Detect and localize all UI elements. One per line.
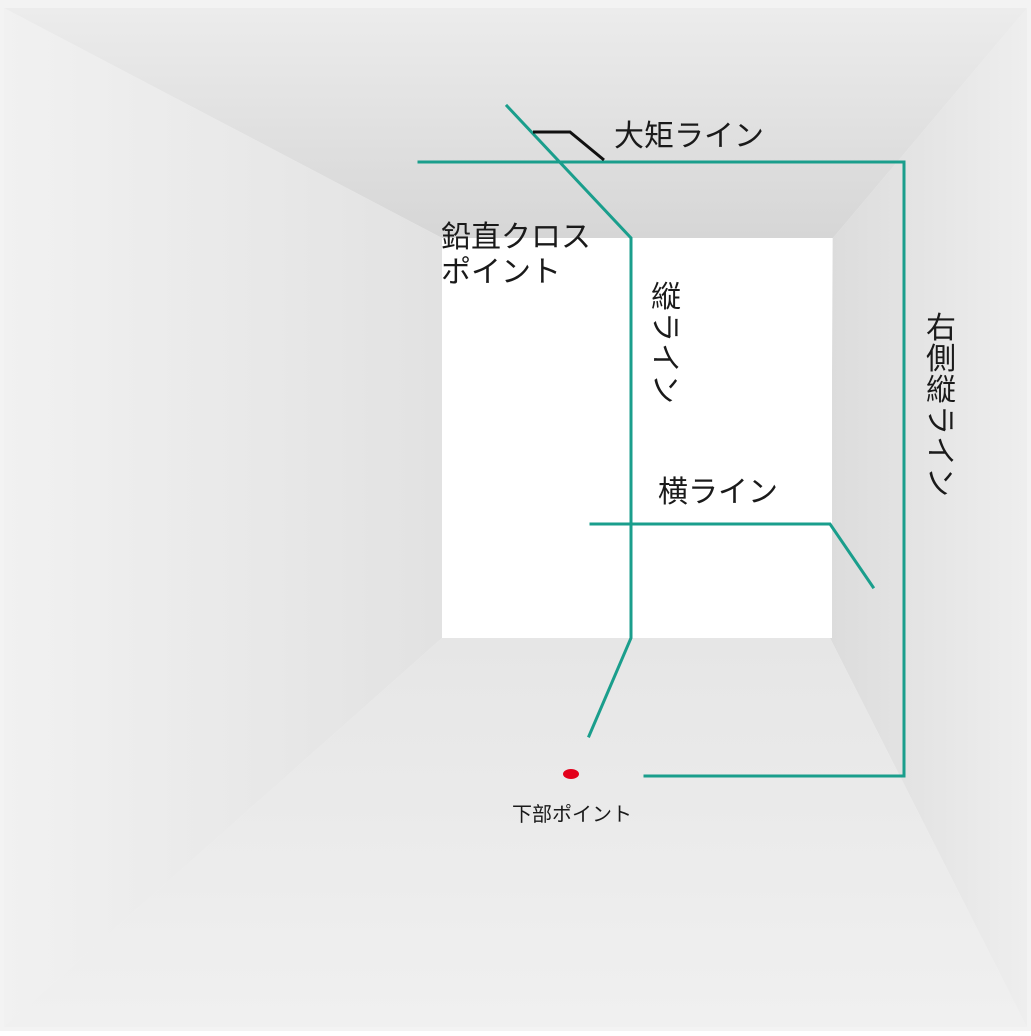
right-wall-surface [830, 8, 1027, 1027]
right-vertical-line-label-char: イ [922, 436, 957, 466]
right-vertical-line-label-char: 縦 [926, 373, 956, 408]
bottom-point-label: 下部ポイント [512, 802, 632, 826]
vertical-cross-label-line1: 鉛直クロス [441, 220, 591, 255]
left-wall-surface [4, 8, 442, 1027]
vertical-line-label-char: ン [647, 374, 682, 404]
bottom-laser-point [563, 769, 579, 779]
ceiling-surface [4, 8, 1027, 238]
right-vertical-line-label-char: 右 [926, 311, 956, 346]
ceiling-and-right-vertical-laser-line [417, 160, 906, 778]
vertical-cross-label-line2: ポイント [441, 255, 561, 290]
laser-lines [417, 103, 906, 778]
right-vertical-line-label-char: 側 [926, 342, 956, 377]
vertical-line-label-char: ラ [647, 312, 682, 342]
horizontal-line-label: 横ライン [658, 475, 778, 510]
ceiling-line-label: 大矩ライン [614, 119, 764, 154]
vertical-line-label: 縦 ラ イ ン [647, 280, 682, 404]
right-vertical-line-label-char: ン [922, 467, 957, 497]
back-wall-surface [442, 238, 832, 638]
horizontal-laser-line [589, 522, 876, 590]
ceiling-label-leader [533, 130, 605, 162]
floor-surface [4, 638, 1027, 1027]
vertical-line-label-char: イ [647, 343, 682, 373]
vertical-laser-line [504, 103, 633, 738]
vertical-line-label-char: 縦 [651, 280, 681, 315]
right-vertical-line-label: 右 側 縦 ラ イ ン [922, 311, 957, 497]
right-vertical-line-label-char: ラ [922, 405, 957, 435]
